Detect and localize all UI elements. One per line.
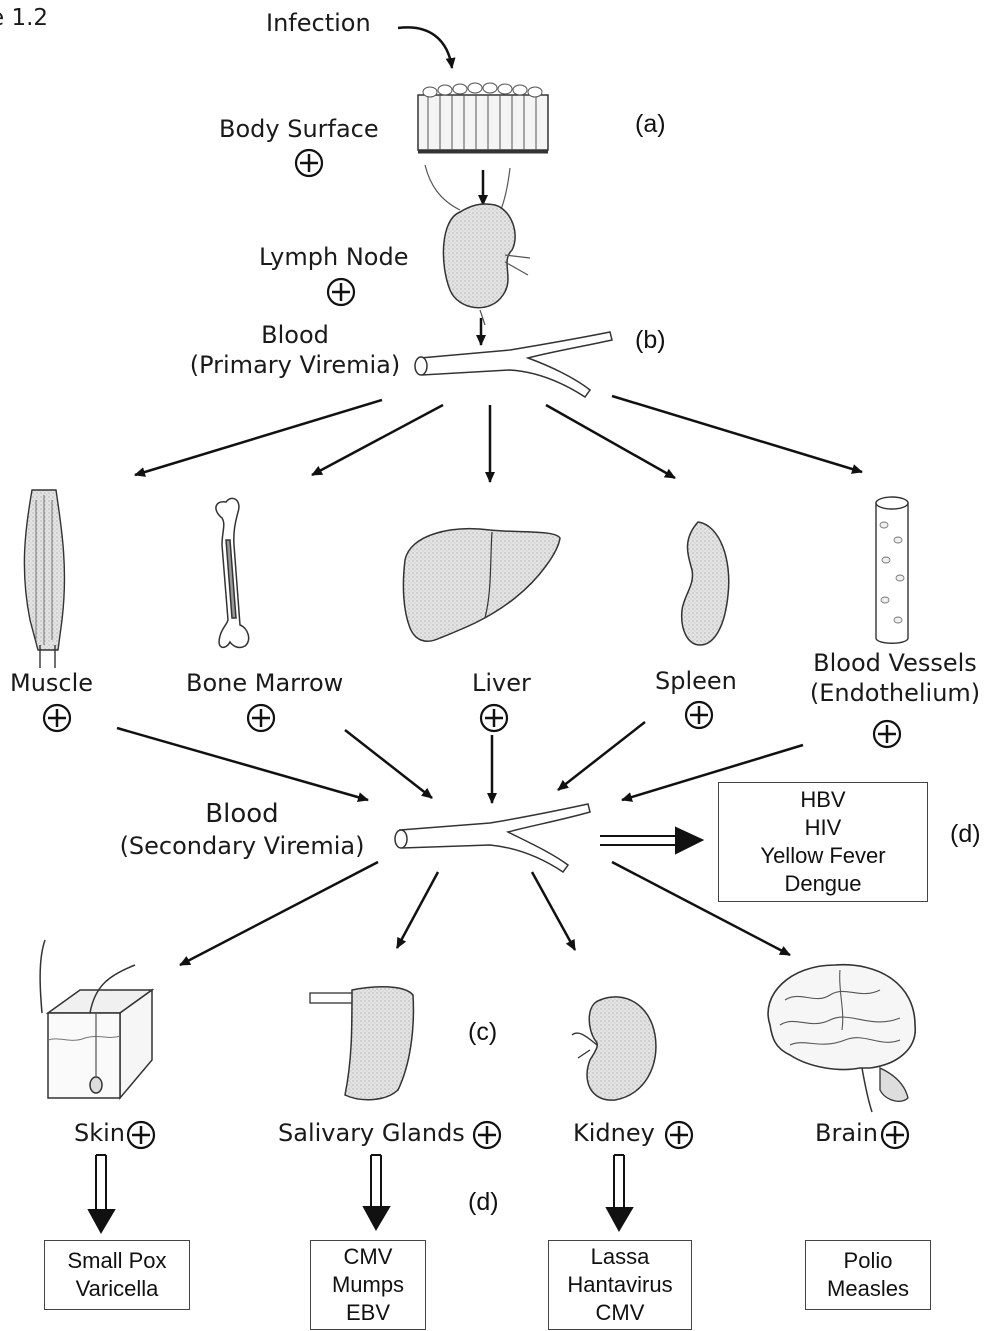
virus-box-blood: HBV HIV Yellow Fever Dengue <box>718 782 928 902</box>
plus-icon <box>294 148 324 178</box>
kidney-label: Kidney <box>573 1118 655 1148</box>
salivary-glands-label: Salivary Glands <box>278 1118 465 1148</box>
muscle-label: Muscle <box>10 668 93 698</box>
stage-tag-c: (c) <box>468 1018 497 1047</box>
plus-icon <box>472 1120 502 1150</box>
lymph-node-icon <box>425 165 530 325</box>
body-surface-epithelium-icon <box>418 83 548 152</box>
virus-name: Yellow Fever <box>719 842 927 870</box>
double-arrow-down-skin <box>89 1155 114 1232</box>
stage-tag-b: (b) <box>635 326 666 355</box>
bone-marrow-icon <box>216 498 249 647</box>
blood-vessels-line1: Blood Vessels <box>800 648 990 678</box>
plus-icon <box>684 700 714 730</box>
double-arrow-down-kidney <box>607 1155 632 1230</box>
double-arrow-down-salivary <box>364 1155 389 1229</box>
virus-box-skin: Small Pox Varicella <box>44 1240 190 1310</box>
plus-icon <box>479 703 509 733</box>
virus-box-kidney: Lassa Hantavirus CMV <box>548 1240 692 1330</box>
body-surface-label: Body Surface <box>219 114 379 144</box>
blood-secondary-line1: Blood <box>110 798 374 831</box>
primary-blood-vessel-icon <box>415 332 612 397</box>
bone-marrow-label: Bone Marrow <box>186 668 343 698</box>
plus-icon <box>664 1120 694 1150</box>
virus-name: Varicella <box>45 1275 189 1303</box>
brain-icon <box>768 965 915 1112</box>
kidney-icon <box>572 997 656 1100</box>
blood-primary-label: Blood (Primary Viremia) <box>188 320 402 380</box>
blood-secondary-label: Blood (Secondary Viremia) <box>110 798 374 861</box>
blood-primary-line1: Blood <box>188 320 402 350</box>
virus-name: HBV <box>719 786 927 814</box>
lymph-node-label: Lymph Node <box>259 242 408 272</box>
virus-box-salivary: CMV Mumps EBV <box>310 1240 426 1330</box>
plus-icon <box>246 703 276 733</box>
muscle-icon <box>24 490 64 668</box>
stage-tag-a: (a) <box>635 110 666 139</box>
double-arrow-right <box>600 828 702 853</box>
skin-label: Skin <box>74 1118 125 1148</box>
brain-label: Brain <box>815 1118 878 1148</box>
plus-icon <box>326 277 356 307</box>
blood-vessels-line2: (Endothelium) <box>800 678 990 708</box>
figure-label: e 1.2 <box>0 4 48 33</box>
liver-icon <box>403 529 560 641</box>
liver-label: Liver <box>472 668 531 698</box>
spleen-icon <box>682 522 729 645</box>
plus-icon <box>42 703 72 733</box>
blood-secondary-line2: (Secondary Viremia) <box>110 831 374 861</box>
salivary-gland-icon <box>310 987 413 1100</box>
secondary-blood-vessel-icon <box>395 804 590 872</box>
stage-tag-d-right: (d) <box>950 820 981 849</box>
virus-name: Hantavirus <box>549 1271 691 1299</box>
virus-name: Dengue <box>719 870 927 898</box>
virus-name: Small Pox <box>45 1247 189 1275</box>
virus-name: HIV <box>719 814 927 842</box>
virus-name: Mumps <box>311 1271 425 1299</box>
infection-label: Infection <box>266 8 371 38</box>
blood-vessels-label: Blood Vessels (Endothelium) <box>800 648 990 708</box>
stage-tag-d-bottom: (d) <box>468 1188 499 1217</box>
virus-name: Measles <box>806 1275 930 1303</box>
plus-icon <box>880 1120 910 1150</box>
virus-box-brain: Polio Measles <box>805 1240 931 1310</box>
blood-vessel-endothelium-icon <box>876 497 908 643</box>
plus-icon <box>126 1120 156 1150</box>
virus-name: Lassa <box>549 1243 691 1271</box>
virus-name: CMV <box>549 1299 691 1327</box>
plus-icon <box>872 719 902 749</box>
skin-icon <box>40 940 152 1098</box>
virus-name: CMV <box>311 1243 425 1271</box>
virus-name: EBV <box>311 1299 425 1327</box>
infection-arrow <box>398 27 452 68</box>
spleen-label: Spleen <box>655 666 737 696</box>
virus-name: Polio <box>806 1247 930 1275</box>
blood-primary-line2: (Primary Viremia) <box>188 350 402 380</box>
